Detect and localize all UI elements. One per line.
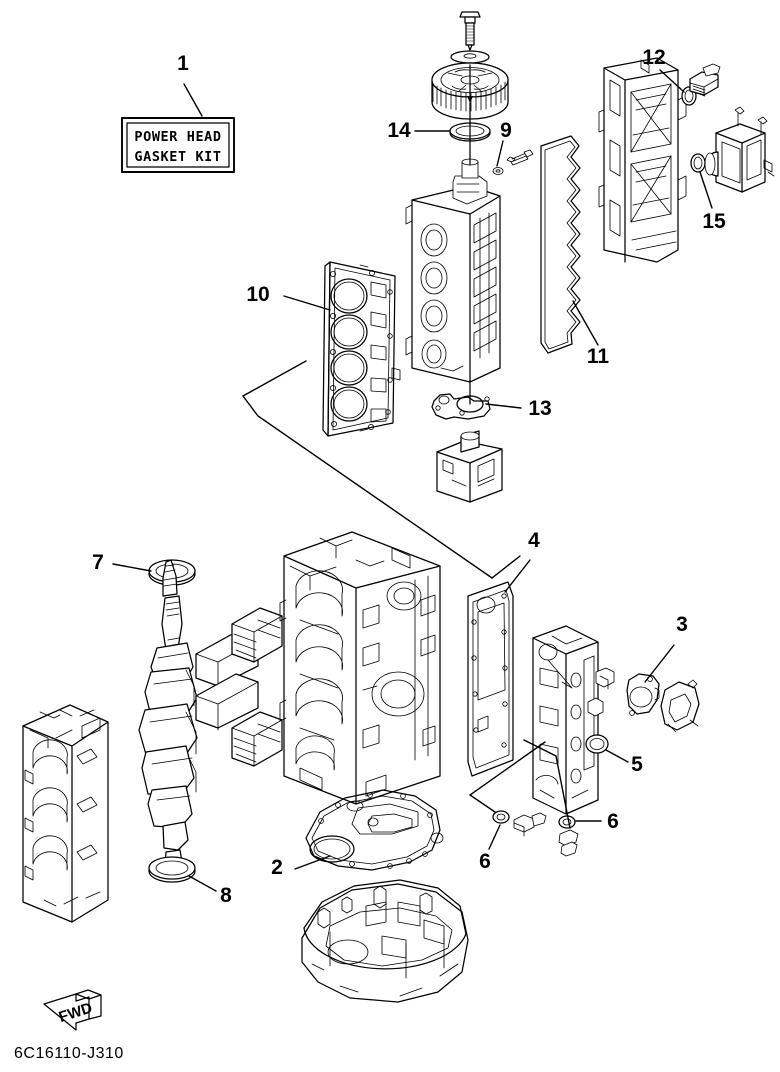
callout-1: 1	[177, 52, 189, 75]
camshaft-sprocket	[431, 62, 509, 120]
callout-2: 2	[271, 856, 283, 879]
head-gasket-ports	[370, 281, 387, 423]
kit-label-line1: POWER HEAD	[134, 129, 221, 145]
plug-bolt-lower	[513, 812, 547, 837]
leader-4	[504, 559, 531, 593]
head-gasket-bolt-holes	[329, 269, 393, 430]
thermostat-housing-gasket	[431, 379, 491, 420]
leader-6-upper-inner	[523, 739, 571, 829]
crankshaft-oil-seal-lower	[148, 856, 196, 883]
callout-14: 14	[387, 119, 411, 142]
leader-6-lower-inner	[468, 741, 546, 813]
camshaft-sprocket-washer	[450, 50, 490, 64]
callout-8: 8	[220, 884, 232, 907]
callout-13: 13	[528, 397, 551, 420]
leader-3	[644, 644, 675, 683]
leader-11	[572, 300, 599, 346]
exhaust-cover	[532, 625, 615, 815]
leader-10	[283, 295, 331, 311]
oil-pan-gasket	[305, 789, 444, 871]
cylinder-head	[405, 102, 501, 383]
callout-9: 9	[500, 119, 512, 142]
power-head-gasket-kit-label: POWER HEAD GASKET KIT	[121, 117, 235, 173]
head-gasket-bores	[330, 278, 368, 422]
callout-4: 4	[528, 529, 540, 552]
leader-2	[294, 855, 331, 870]
crankcase-half	[22, 704, 109, 923]
camshaft-sprocket-bolt	[459, 11, 481, 51]
plug-bolt-upper	[558, 829, 579, 857]
leader-7	[112, 563, 152, 572]
o-ring-oil-pump	[690, 153, 706, 173]
callout-12: 12	[642, 46, 665, 69]
callout-6-lower: 6	[479, 850, 491, 873]
leader-8	[188, 875, 217, 892]
callout-3: 3	[676, 613, 688, 636]
callout-11: 11	[587, 345, 610, 368]
fwd-direction-marker: FWD	[43, 989, 102, 1031]
callout-6-upper: 6	[607, 810, 619, 833]
leader-13	[485, 403, 522, 409]
bolt-with-washer	[492, 149, 534, 175]
oil-pan	[301, 879, 469, 1003]
leader-1	[183, 83, 203, 117]
assembly-grouping-bracket	[241, 360, 521, 579]
thermostat-housing	[436, 430, 503, 503]
washer-gasket-upper	[558, 815, 576, 829]
cylinder-head-cover-gasket	[540, 135, 581, 354]
leader-12	[659, 69, 685, 93]
cylinder-block	[279, 531, 441, 805]
callout-5: 5	[631, 753, 643, 776]
leader-6-lower	[488, 824, 501, 850]
leader-9	[496, 140, 504, 167]
callout-10: 10	[246, 283, 269, 306]
washer-gasket-lower	[492, 810, 510, 824]
oil-pump-housing	[704, 106, 775, 193]
thermostat-cover	[660, 679, 700, 733]
leader-15	[699, 171, 713, 209]
oil-drain-plug	[689, 63, 721, 97]
callout-7: 7	[92, 551, 104, 574]
cylinder-head-cover	[598, 57, 687, 263]
thermostat-cover-gasket	[626, 673, 660, 716]
kit-label-line2: GASKET KIT	[134, 149, 221, 165]
piston-and-connecting-rod	[195, 607, 283, 767]
crankshaft-assembly	[138, 559, 283, 869]
cylinder-head-gasket	[322, 261, 401, 437]
callout-15: 15	[702, 210, 726, 233]
diagram-code: 6C16110-J310	[14, 1045, 124, 1062]
o-ring	[585, 734, 609, 754]
callout-numbers: 1 2 3 4 5 6 6 7 8 9 10 11 12 13 14 15	[92, 46, 726, 907]
leader-5	[605, 749, 629, 763]
